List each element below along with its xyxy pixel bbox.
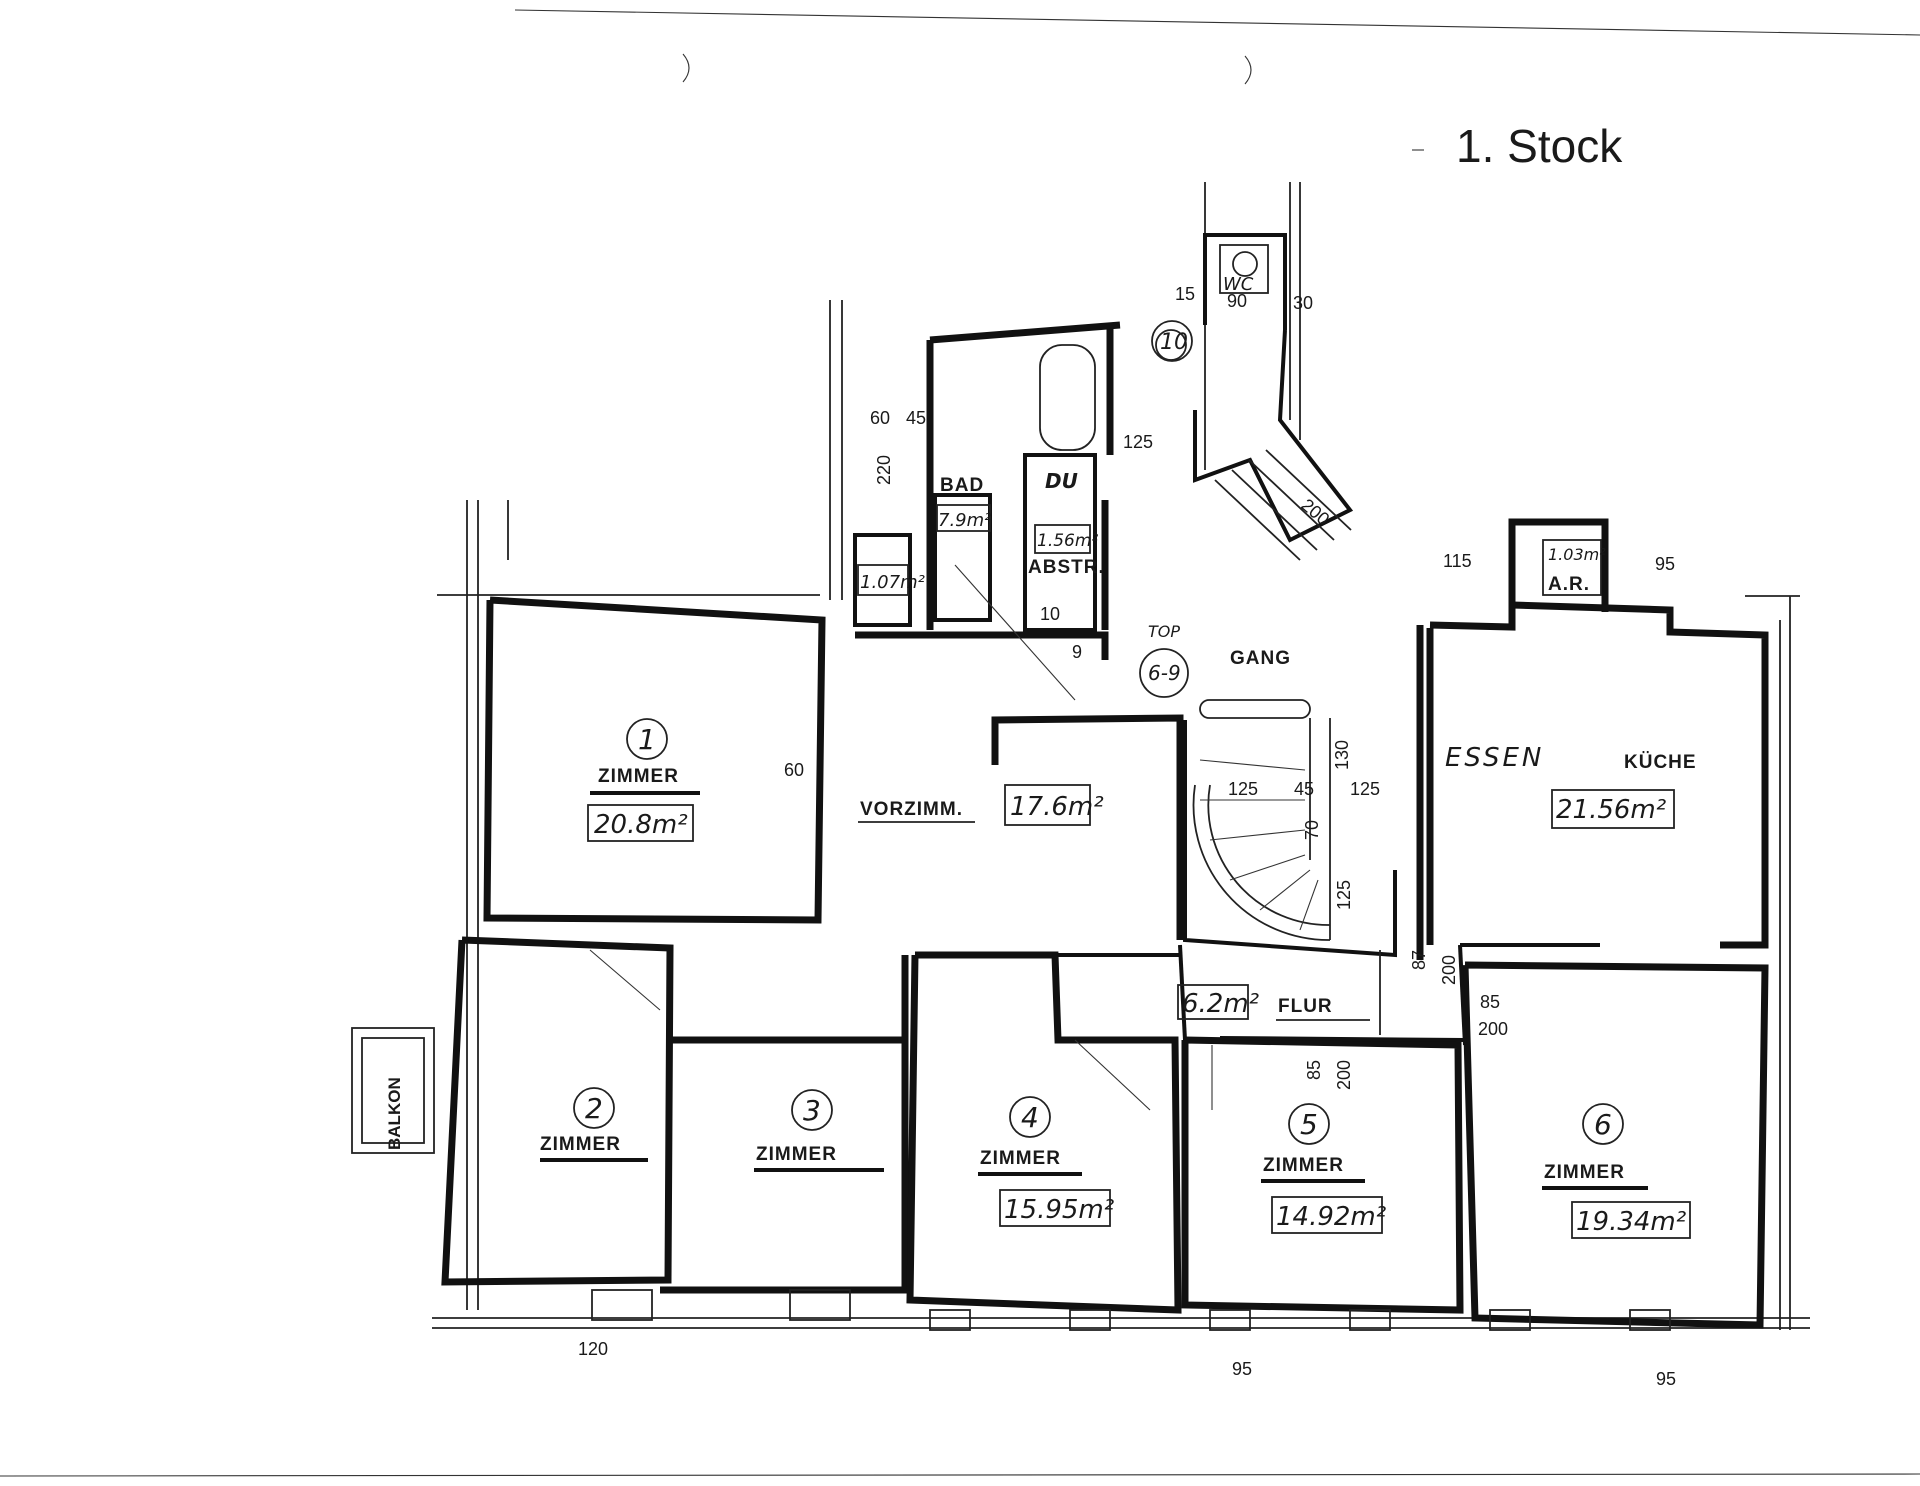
abstr-area: 1.56m² — [1037, 531, 1098, 551]
small-closet-area: 1.07m² — [860, 572, 925, 593]
dim-130: 130 — [1332, 740, 1352, 770]
wc-number: 10 — [1160, 330, 1188, 355]
stair-flight-upper — [1214, 449, 1352, 561]
kueche-label: KÜCHE — [1624, 752, 1697, 773]
gang-label: GANG — [1230, 648, 1291, 669]
top-label: TOP — [1148, 622, 1180, 641]
kueche-area: 21.56m² — [1556, 795, 1666, 825]
zimmer-1-label: ZIMMER — [598, 766, 679, 787]
room-number-2: 2 — [585, 1092, 603, 1125]
exterior-lines — [432, 182, 1810, 1330]
balkon: BALKON — [351, 1027, 435, 1154]
dim-95-top: 95 — [1655, 554, 1675, 574]
room-number-circle-3 — [791, 1089, 833, 1131]
dim-125-s1: 125 — [1228, 779, 1258, 799]
wc-label: WC — [1223, 274, 1254, 295]
abstr-label: ABSTR. — [1028, 557, 1105, 578]
room-number-circle-5 — [1288, 1103, 1330, 1145]
room-number-circle-6 — [1582, 1103, 1624, 1145]
dim-120: 120 — [578, 1339, 608, 1359]
dim-200-stair: 200 — [1297, 495, 1333, 530]
dim-125-top: 125 — [1123, 432, 1153, 452]
dim-95-b2: 95 — [1656, 1369, 1676, 1389]
dim-85-b: 85 — [1304, 1060, 1324, 1080]
dim-45-s: 45 — [1294, 779, 1314, 799]
zimmer-3-label: ZIMMER — [756, 1144, 837, 1165]
essen-label: ESSEN — [1445, 743, 1544, 773]
flur-label: FLUR — [1278, 996, 1333, 1017]
room-number-circle-1 — [626, 718, 668, 760]
spiral-stair — [1192, 699, 1331, 941]
zimmer-5-label: ZIMMER — [1263, 1155, 1344, 1176]
top-number: 6-9 — [1148, 661, 1181, 685]
room-number-circle-4 — [1009, 1096, 1051, 1138]
room-number-1: 1 — [638, 723, 656, 756]
dim-220: 220 — [874, 455, 894, 485]
walls — [441, 233, 1769, 1329]
dimension-labels: 15 90 30 125 60 45 220 200 115 95 60 125… — [578, 284, 1676, 1389]
wc-number-circle — [1151, 320, 1193, 362]
vorzimmer-label: VORZIMM. — [860, 799, 963, 820]
dim-87: 87 — [1409, 950, 1429, 970]
zimmer-4-label: ZIMMER — [980, 1148, 1061, 1169]
dim-200-b: 200 — [1478, 1019, 1508, 1039]
dim-90: 90 — [1227, 291, 1247, 311]
room-number-5: 5 — [1300, 1108, 1318, 1141]
du-label: DU — [1045, 469, 1078, 493]
ar-area: 1.03m² — [1548, 545, 1606, 564]
bad-label: BAD — [940, 475, 984, 496]
zimmer-5-area: 14.92m² — [1276, 1202, 1386, 1232]
dim-45: 45 — [906, 408, 926, 428]
dim-125-v: 125 — [1334, 880, 1354, 910]
dim-30: 30 — [1293, 293, 1313, 313]
bad-area: 7.9m² — [938, 510, 991, 531]
dim-60-top: 60 — [870, 408, 890, 428]
flur-area: 6.2m² — [1182, 989, 1259, 1019]
dim-95-b1: 95 — [1232, 1359, 1252, 1379]
interior-details — [589, 244, 1671, 1331]
dim-200-a: 200 — [1439, 955, 1459, 985]
room-number-3: 3 — [803, 1094, 821, 1127]
balkon-label: BALKON — [385, 1077, 404, 1150]
dim-15: 15 — [1175, 284, 1195, 304]
dim-9: 9 — [1072, 642, 1082, 662]
vorzimmer-area: 17.6m² — [1010, 792, 1104, 822]
dim-10: 10 — [1040, 604, 1060, 624]
dim-115: 115 — [1443, 551, 1472, 571]
zimmer-2-label: ZIMMER — [540, 1134, 621, 1155]
dim-60-left: 60 — [784, 760, 804, 780]
dim-85-a: 85 — [1480, 992, 1500, 1012]
top-number-circle — [1139, 648, 1189, 698]
room-number-4: 4 — [1021, 1101, 1039, 1134]
page-edges — [0, 9, 1920, 1477]
room-number-circle-2 — [573, 1087, 615, 1129]
zimmer-1-area: 20.8m² — [594, 810, 688, 840]
ar-label: A.R. — [1548, 574, 1590, 595]
zimmer-4-area: 15.95m² — [1004, 1195, 1114, 1225]
room-number-circles: 1 2 3 4 5 6 10 6-9 — [573, 320, 1624, 1145]
room-number-6: 6 — [1594, 1108, 1612, 1141]
page-title: 1. Stock — [1456, 120, 1623, 172]
zimmer-6-area: 19.34m² — [1576, 1207, 1686, 1237]
zimmer-6-label: ZIMMER — [1544, 1162, 1625, 1183]
dim-200-c: 200 — [1334, 1060, 1354, 1090]
dim-125-s2: 125 — [1350, 779, 1380, 799]
dim-70: 70 — [1302, 820, 1322, 840]
room-labels: ZIMMER 20.8m² ZIMMER ZIMMER ZIMMER 15.95… — [540, 274, 1697, 1239]
